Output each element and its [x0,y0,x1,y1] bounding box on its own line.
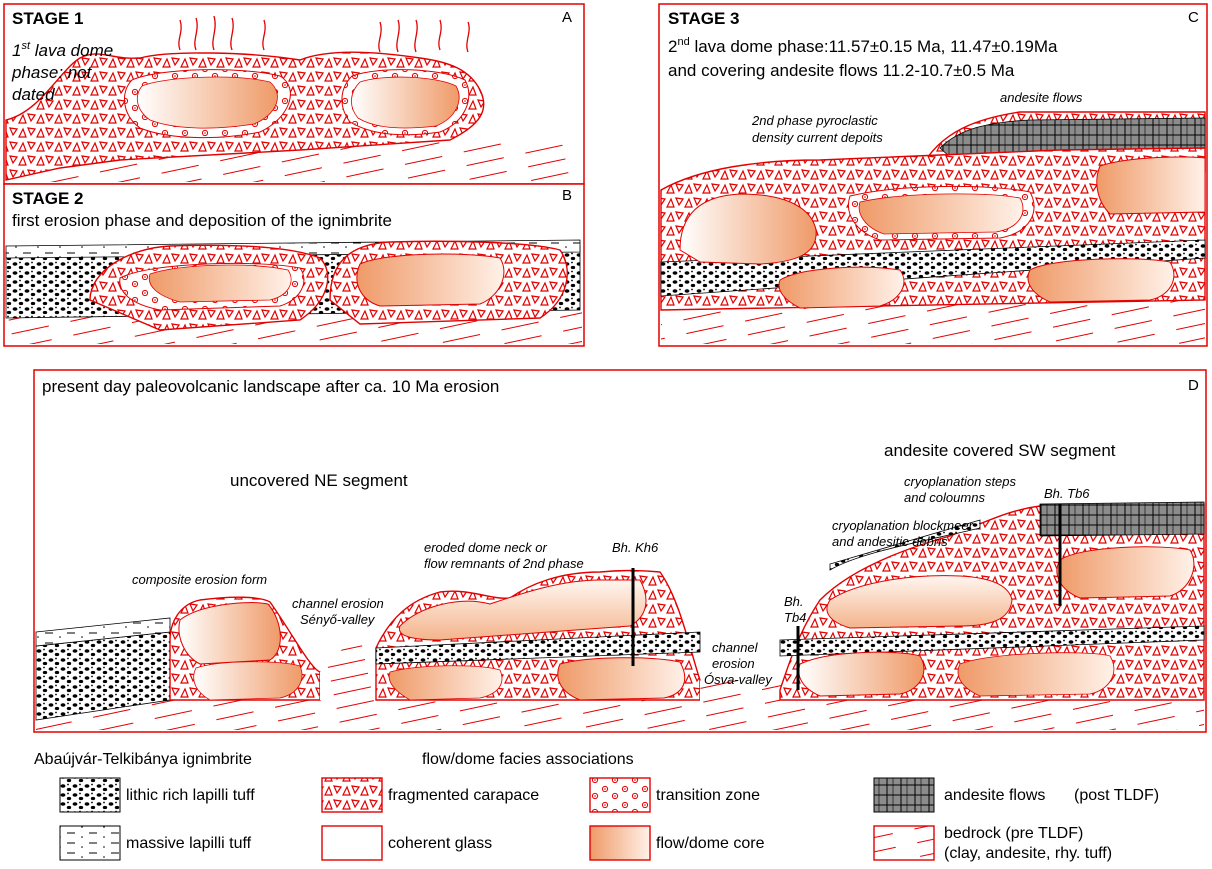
legend-swatch-bedrock [874,826,934,860]
stage-3-line-2: and covering andesite flows 11.2-10.7±0.… [668,61,1015,80]
legend-swatch-lithic [60,778,120,812]
label-pdc-line-2: density current depoits [752,130,883,145]
panel-d-title: present day paleovolcanic landscape afte… [42,377,499,396]
stage-2-subtitle: first erosion phase and deposition of th… [12,211,392,230]
legend-swatch-transition [590,778,650,812]
legend: Abaújvár-Telkibánya ignimbrite flow/dome… [34,751,1159,862]
segment-ne-label: uncovered NE segment [230,471,408,490]
legend-andesite-note: (post TLDF) [1074,787,1159,804]
label-pdc-line-1: 2nd phase pyroclastic [751,113,878,128]
segment-sw-label: andesite covered SW segment [884,441,1116,460]
legend-facies-title: flow/dome facies associations [422,751,634,768]
panel-d: present day paleovolcanic landscape afte… [34,370,1206,732]
legend-swatch-coherent [322,826,382,860]
stage-2-label: STAGE 2 [12,189,83,208]
label-andesite-flows-c: andesite flows [1000,90,1083,105]
label-channel2-line-3: Ósva-valley [704,672,773,687]
legend-swatch-fragmented [322,778,382,812]
stage-1-note-line-2: phase: not [11,63,93,82]
legend-bedrock-line-2: (clay, andesite, rhy. tuff) [944,845,1112,862]
label-steps-line-1: cryoplanation steps [904,474,1017,489]
panel-d-letter: D [1188,377,1199,394]
stage-3-label: STAGE 3 [668,9,739,28]
legend-core: flow/dome core [656,835,765,852]
label-steps-line-2: and coloumns [904,490,985,505]
label-neck-line-2: flow remnants of 2nd phase [424,556,584,571]
legend-massive: massive lapilli tuff [126,835,252,852]
label-kh6: Bh. Kh6 [612,540,659,555]
stage-1-label: STAGE 1 [12,9,83,28]
legend-swatch-massive [60,826,120,860]
panel-c: STAGE 3 C 2nd lava dome phase:11.57±0.15… [659,4,1207,346]
label-blockmeer-line-1: cryoplanation blockmeer [832,518,974,533]
label-channel2-line-1: channel [712,640,759,655]
legend-fragmented: fragmented carapace [388,787,539,804]
legend-coherent: coherent glass [388,835,492,852]
label-tb6: Bh. Tb6 [1044,486,1090,501]
panel-b-letter: B [562,187,572,204]
panel-a-letter: A [562,9,572,26]
legend-ignimbrite-title: Abaújvár-Telkibánya ignimbrite [34,751,252,768]
label-neck-line-1: eroded dome neck or [424,540,548,555]
stage-3-line-1: 2nd lava dome phase:11.57±0.15 Ma, 11.47… [668,36,1058,56]
legend-swatch-andesite [874,778,934,812]
legend-bedrock-line-1: bedrock (pre TLDF) [944,825,1083,842]
panel-a: STAGE 1 A 1st lava dome phase: not dated [4,4,584,184]
panel-b: STAGE 2 B first erosion phase and deposi… [4,184,584,346]
stage-1-note-line-3: dated [12,85,55,104]
label-tb4-line-2: Tb4 [784,610,806,625]
legend-lithic: lithic rich lapilli tuff [126,787,255,804]
panel-c-letter: C [1188,9,1199,26]
legend-transition: transition zone [656,787,760,804]
label-channel1-line-2: Sényő-valley [300,612,376,627]
label-channel1-line-1: channel erosion [292,596,384,611]
legend-andesite: andesite flows [944,787,1045,804]
label-channel2-line-2: erosion [712,656,755,671]
label-blockmeer-line-2: and andesitic debris [832,534,948,549]
label-composite-erosion: composite erosion form [132,572,267,587]
legend-swatch-core [590,826,650,860]
label-tb4-line-1: Bh. [784,594,804,609]
